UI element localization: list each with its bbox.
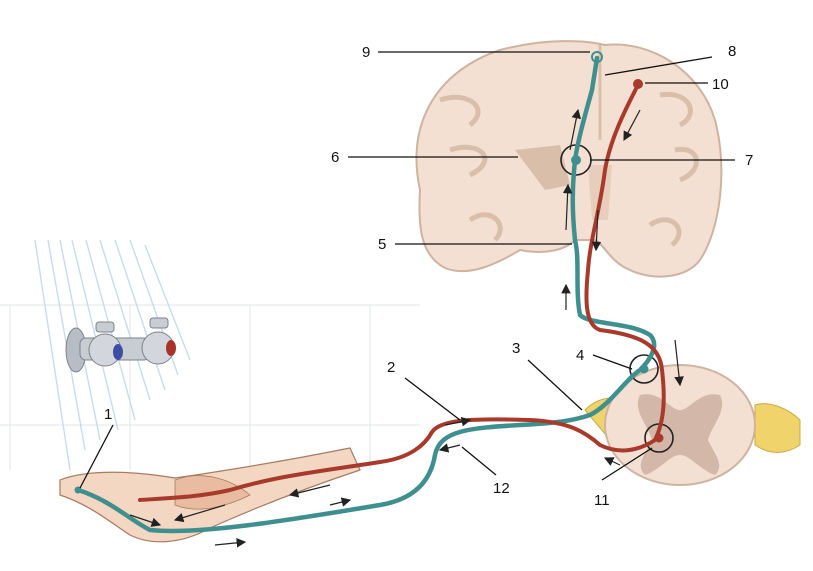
spinal-motor-synapse-icon [654,433,664,443]
label-9: 9 [362,44,370,61]
number-labels: 1 2 3 4 5 6 7 8 9 10 11 12 [104,43,753,509]
label-5: 5 [378,236,386,253]
label-8: 8 [728,43,736,60]
direction-arrows [129,108,684,548]
skin-receptor-icon [74,486,82,494]
spinal-cord-section [584,354,801,486]
label-11: 11 [594,492,610,509]
sensory-pathway [75,55,657,534]
label-4: 4 [576,347,584,364]
sensory-cortex-neuron-icon [591,51,603,63]
brain-section [415,40,723,278]
leader-lines [79,51,735,489]
faucet-icon [65,317,176,373]
wall-tiles [0,304,420,470]
label-2: 2 [387,359,395,376]
label-3: 3 [512,340,520,357]
label-1: 1 [104,406,112,423]
motor-cortex-neuron-icon [633,79,643,89]
motor-pathway [138,83,666,502]
synapse-circle-upper [629,354,659,384]
label-7: 7 [745,152,753,169]
thalamus-synapse-icon [571,155,581,165]
spinal-sensory-synapse-icon [639,364,649,374]
label-12: 12 [493,480,510,497]
label-6: 6 [331,149,339,166]
label-10: 10 [712,76,729,93]
